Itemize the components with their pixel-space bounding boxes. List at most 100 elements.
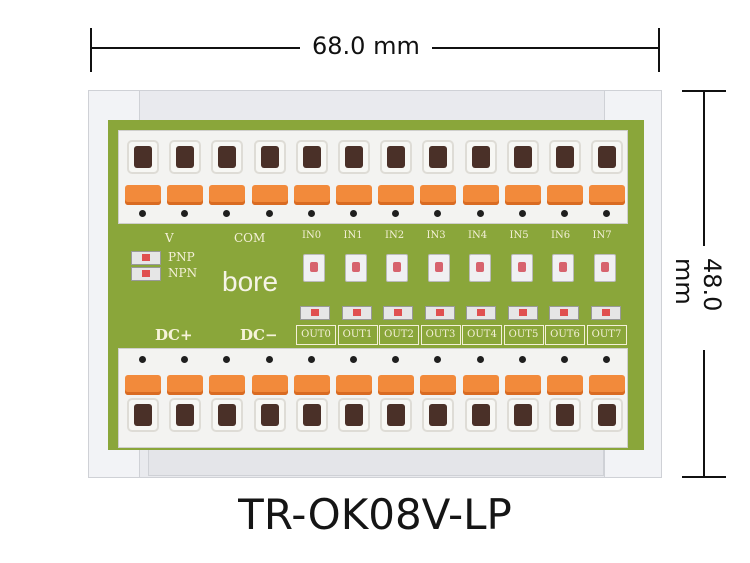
terminal-hole <box>506 140 539 174</box>
terminal-hole <box>338 398 370 432</box>
terminal-hole <box>464 140 497 174</box>
terminal-release-lever <box>125 375 161 395</box>
input-label: IN0 <box>302 230 322 241</box>
label-com: COM <box>234 231 266 245</box>
terminal-release-lever <box>251 375 288 395</box>
output-label: OUT3 <box>420 325 461 345</box>
terminal-hole <box>295 398 328 432</box>
terminal-dot <box>392 356 400 363</box>
terminal-hole <box>127 398 159 432</box>
output-led <box>383 306 413 320</box>
input-led <box>510 254 533 282</box>
terminal-dot <box>603 356 611 363</box>
output-label: OUT6 <box>545 325 585 345</box>
output-label: OUT2 <box>379 325 419 345</box>
terminal-release-lever <box>547 375 583 395</box>
input-label: IN4 <box>468 230 488 241</box>
input-led <box>593 254 616 282</box>
terminal-release-lever <box>378 375 415 395</box>
terminal-release-lever <box>251 185 288 205</box>
terminal-release-lever <box>504 375 541 395</box>
output-label: OUT0 <box>296 325 336 345</box>
terminal-release-lever <box>293 375 330 395</box>
output-label: OUT5 <box>503 325 544 345</box>
bottom-terminal-block <box>118 348 628 448</box>
terminal-release-lever <box>167 185 204 205</box>
output-label: OUT4 <box>462 325 502 345</box>
terminal-hole <box>464 398 497 432</box>
terminal-dot <box>476 210 484 217</box>
terminal-release-lever <box>336 185 372 205</box>
terminal-hole <box>253 140 286 174</box>
terminal-release-lever <box>167 375 204 395</box>
input-led <box>469 254 491 282</box>
terminal-dot <box>350 210 357 217</box>
terminal-dot <box>181 356 189 363</box>
output-led <box>590 306 621 320</box>
terminal-hole <box>295 140 328 174</box>
input-led <box>552 254 574 282</box>
height-label: 48.0 mm <box>670 246 726 350</box>
terminal-release-lever <box>336 375 372 395</box>
width-tick-right <box>658 28 660 72</box>
terminal-hole <box>211 398 244 432</box>
terminal-dot <box>518 356 526 363</box>
top-terminal-block <box>118 130 628 224</box>
terminal-hole <box>127 140 159 174</box>
terminal-release-lever <box>547 185 583 205</box>
pnp-indicator <box>131 251 161 265</box>
input-led <box>386 254 408 282</box>
terminal-dot <box>350 356 357 363</box>
terminal-hole <box>549 398 581 432</box>
terminal-dot <box>139 356 146 363</box>
terminal-hole <box>338 140 370 174</box>
terminal-dot <box>265 210 273 217</box>
housing-bottom <box>148 448 604 476</box>
terminal-release-lever <box>462 375 499 395</box>
terminal-hole <box>211 140 244 174</box>
output-label: OUT7 <box>586 325 627 345</box>
input-label: IN6 <box>551 230 571 241</box>
terminal-release-lever <box>420 375 457 395</box>
label-v: V <box>165 231 174 245</box>
terminal-release-lever <box>504 185 541 205</box>
input-label: IN7 <box>592 230 612 241</box>
terminal-release-lever <box>589 185 626 205</box>
terminal-dot <box>603 210 611 217</box>
terminal-dot <box>518 210 526 217</box>
terminal-dot <box>307 356 315 363</box>
terminal-hole <box>591 398 624 432</box>
terminal-dot <box>307 210 315 217</box>
terminal-release-lever <box>589 375 626 395</box>
label-dc-minus: DC− <box>240 326 278 344</box>
terminal-dot <box>181 210 189 217</box>
terminal-dot <box>139 210 146 217</box>
terminal-hole <box>549 140 581 174</box>
terminal-release-lever <box>125 185 161 205</box>
terminal-hole <box>380 398 413 432</box>
terminal-dot <box>265 356 273 363</box>
terminal-release-lever <box>462 185 499 205</box>
input-led <box>303 254 325 282</box>
terminal-dot <box>392 210 400 217</box>
input-label: IN1 <box>343 230 363 241</box>
label-dc-plus: DC+ <box>155 326 193 344</box>
input-led <box>427 254 450 282</box>
output-led <box>341 306 372 320</box>
terminal-dot <box>223 210 231 217</box>
terminal-hole <box>380 140 413 174</box>
input-led <box>344 254 367 282</box>
terminal-hole <box>169 140 202 174</box>
output-led <box>300 306 330 320</box>
output-led <box>424 306 455 320</box>
label-pnp: PNP <box>168 250 195 264</box>
width-label: 68.0 mm <box>300 32 432 60</box>
output-led <box>549 306 579 320</box>
output-led <box>466 306 496 320</box>
terminal-hole <box>253 398 286 432</box>
brand-logo: bore <box>222 266 279 297</box>
input-label: IN5 <box>509 230 529 241</box>
terminal-release-lever <box>420 185 457 205</box>
terminal-dot <box>476 356 484 363</box>
terminal-dot <box>561 210 568 217</box>
